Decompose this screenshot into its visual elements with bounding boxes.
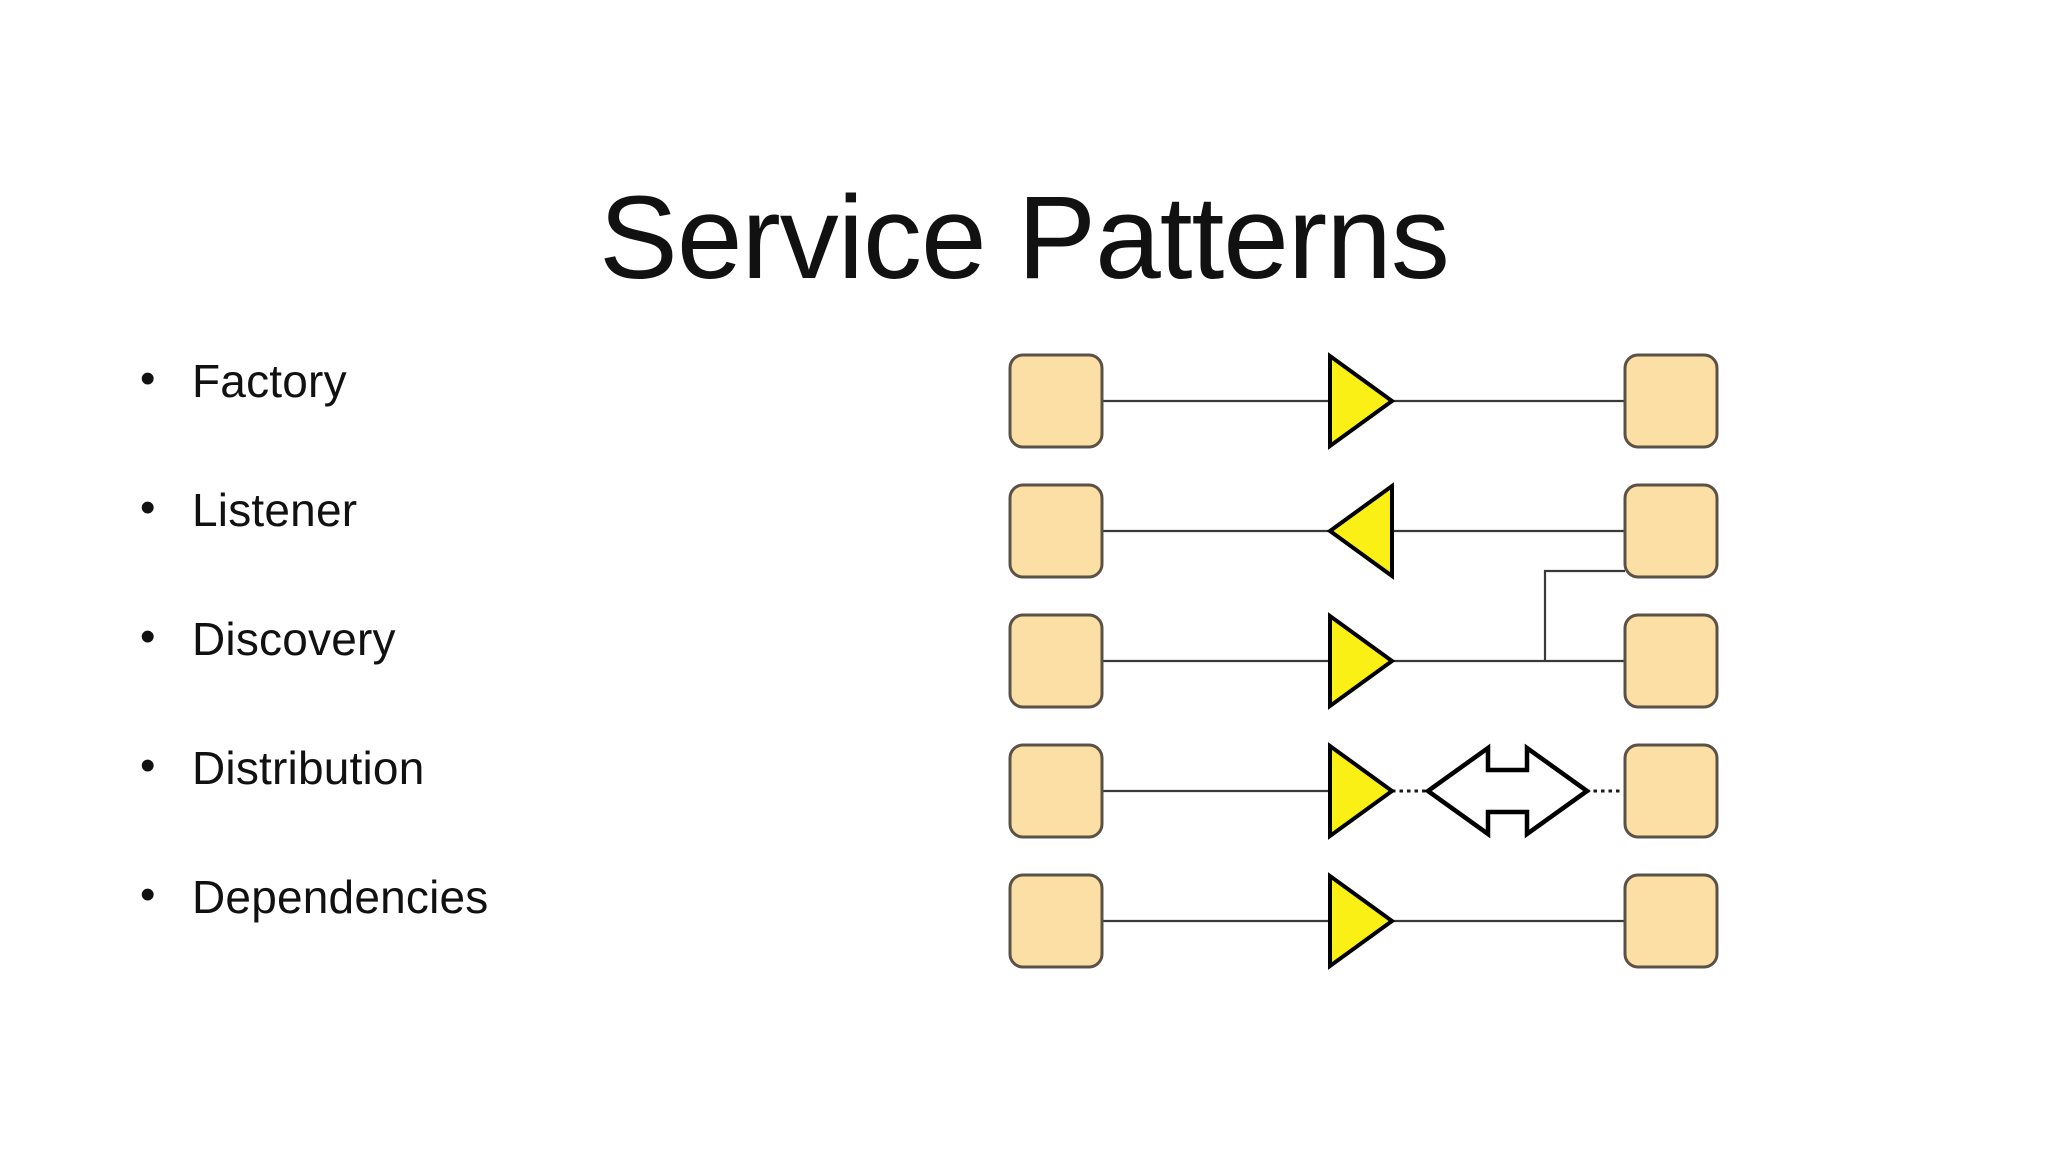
bullet-label-factory: Factory bbox=[192, 355, 347, 407]
list-item[interactable]: • Distribution bbox=[140, 741, 760, 874]
service-patterns-diagram bbox=[980, 320, 1780, 1000]
bidirectional-arrow-icon-row4 bbox=[1424, 743, 1591, 839]
service-node-left-row4[interactable] bbox=[1008, 743, 1104, 839]
list-item[interactable]: • Factory bbox=[140, 354, 760, 487]
diagram-row-listener bbox=[1008, 482, 1719, 661]
service-node-left-row2[interactable] bbox=[1008, 483, 1104, 579]
service-node-left-row3[interactable] bbox=[1008, 613, 1104, 709]
service-node-right-row4[interactable] bbox=[1623, 743, 1719, 839]
yellow-right-triangle-icon-row4 bbox=[1328, 742, 1396, 840]
diagram-row-factory bbox=[1008, 352, 1719, 450]
service-node-left-row5[interactable] bbox=[1008, 873, 1104, 969]
elbow-connector-listener-to-discovery bbox=[1543, 569, 1625, 661]
diagram-row-distribution bbox=[1008, 742, 1719, 840]
service-node-right-row1[interactable] bbox=[1623, 353, 1719, 449]
bullet-label-dependencies: Dependencies bbox=[192, 871, 489, 923]
bullet-list: • Factory • Listener • Discovery • Distr… bbox=[140, 354, 760, 1003]
page-title: Service Patterns bbox=[599, 172, 1450, 305]
service-node-right-row3[interactable] bbox=[1623, 613, 1719, 709]
service-node-left-row1[interactable] bbox=[1008, 353, 1104, 449]
yellow-right-triangle-icon-row1 bbox=[1328, 352, 1396, 450]
yellow-right-triangle-icon-row5 bbox=[1328, 872, 1396, 970]
diagram-row-discovery bbox=[1008, 612, 1719, 710]
list-item[interactable]: • Dependencies bbox=[140, 870, 760, 1003]
bullet-point-icon: • bbox=[140, 354, 156, 403]
diagram-row-dependencies bbox=[1008, 872, 1719, 970]
yellow-left-triangle-icon-row2 bbox=[1326, 482, 1394, 580]
bullet-point-icon: • bbox=[140, 870, 156, 919]
service-node-right-row2[interactable] bbox=[1623, 483, 1719, 579]
bullet-point-icon: • bbox=[140, 612, 156, 661]
list-item[interactable]: • Listener bbox=[140, 483, 760, 616]
bullet-label-discovery: Discovery bbox=[192, 613, 396, 665]
bullet-label-distribution: Distribution bbox=[192, 742, 425, 794]
yellow-right-triangle-icon-row3 bbox=[1328, 612, 1396, 710]
bullet-point-icon: • bbox=[140, 483, 156, 532]
list-item[interactable]: • Discovery bbox=[140, 612, 760, 745]
bullet-label-listener: Listener bbox=[192, 484, 358, 536]
service-node-right-row5[interactable] bbox=[1623, 873, 1719, 969]
bullet-point-icon: • bbox=[140, 741, 156, 790]
